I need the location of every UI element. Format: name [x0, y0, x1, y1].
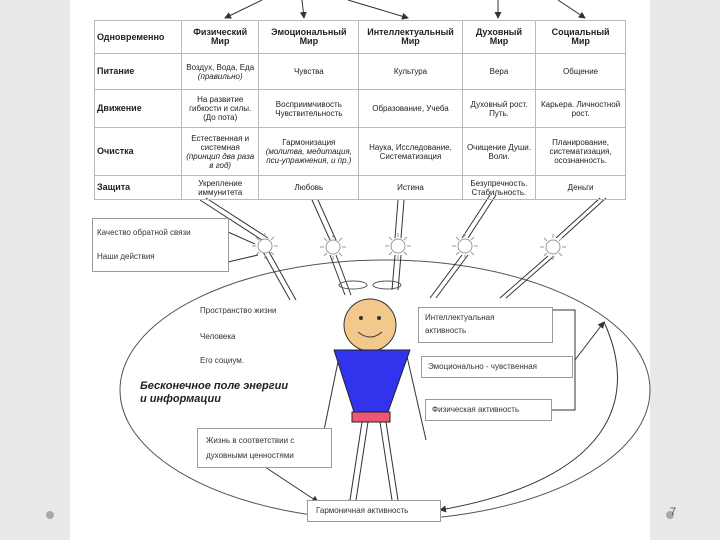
- table-row: Очистка Естественная и системная(принцип…: [94, 127, 626, 176]
- table-cell: Укрепление иммунитета: [180, 175, 260, 200]
- table-cell: На развитие гибкости и силы. (До пота): [180, 89, 260, 128]
- row-label: Защита: [94, 175, 182, 200]
- slide-dot-right: [666, 511, 674, 519]
- field-label-line1: Бесконечное поле энергии: [140, 380, 289, 392]
- table-cell: Чувства: [258, 53, 360, 90]
- table-cell: Наука, Исследование, Систематизация: [358, 127, 463, 176]
- emotional-activity-box: Эмоционально - чувственная: [421, 356, 573, 378]
- table-cell: Истина: [358, 175, 463, 200]
- slide-dot-left: [46, 511, 54, 519]
- table-cell: Естественная и системная(принцип два раз…: [180, 127, 260, 176]
- harmony-text: Гармоничная активность: [316, 506, 409, 515]
- table-cell: Планирование, систематизация, осознаннос…: [535, 127, 626, 176]
- our-actions-text: Наши действия: [97, 252, 155, 261]
- spiritual-values-box: Жизнь в соответствии с духовными ценност…: [197, 428, 332, 468]
- table-cell: Общение: [535, 53, 626, 90]
- table-row: Питание Воздух, Вода, Еда(правильно) Чув…: [94, 53, 626, 90]
- table-cell: Воздух, Вода, Еда(правильно): [180, 53, 260, 90]
- intellectual-activity-box: Интеллектуальная активность: [418, 307, 553, 343]
- table-cell: Любовь: [258, 175, 360, 200]
- intellectual-line2: активность: [425, 326, 467, 335]
- table-cell: Гармонизация(молитва, медитация, пси-упр…: [258, 127, 360, 176]
- table-cell: Восприимчивость Чувствительность: [258, 89, 360, 128]
- row-label: Питание: [94, 53, 182, 90]
- row-label: Движение: [94, 89, 182, 128]
- row-label: Очистка: [94, 127, 182, 176]
- energy-field-label: Бесконечное поле энергии и информации: [140, 380, 288, 406]
- field-label-line2: и информации: [140, 393, 221, 405]
- table-cell: Духовный рост. Путь.: [461, 89, 537, 128]
- feedback-box: Качество обратной связи Наши действия: [92, 218, 229, 272]
- physical-text: Физическая активность: [432, 405, 520, 414]
- values-line2: духовными ценностями: [206, 451, 294, 460]
- values-line1: Жизнь в соответствии с: [206, 436, 295, 445]
- header-text: Одновременно: [97, 31, 165, 42]
- person-text: Человека: [200, 332, 236, 341]
- physical-activity-box: Физическая активность: [425, 399, 552, 421]
- page-number: 7: [670, 506, 677, 518]
- harmony-activity-box: Гармоничная активность: [307, 500, 441, 522]
- table-row: Движение На развитие гибкости и силы. (Д…: [94, 89, 626, 128]
- table-cell: Безупречность. Стабильность.: [461, 175, 537, 200]
- table-header-corner: Одновременно: [94, 20, 182, 54]
- society-text: Его социум.: [200, 356, 244, 365]
- table-cell: Образование, Учеба: [358, 89, 463, 128]
- table-cell: Культура: [358, 53, 463, 90]
- table-cell: Очищение Души. Воли.: [461, 127, 537, 176]
- intellectual-line1: Интеллектуальная: [425, 313, 495, 322]
- feedback-quality-text: Качество обратной связи: [97, 228, 191, 237]
- table-cell: Карьера. Личностной рост.: [535, 89, 626, 128]
- table-cell: Деньги: [535, 175, 626, 200]
- life-space-text: Пространство жизни: [200, 306, 277, 315]
- emotional-text: Эмоционально - чувственная: [428, 362, 538, 371]
- table-row: Защита Укрепление иммунитета Любовь Исти…: [94, 175, 626, 200]
- table-cell: Вера: [461, 53, 537, 90]
